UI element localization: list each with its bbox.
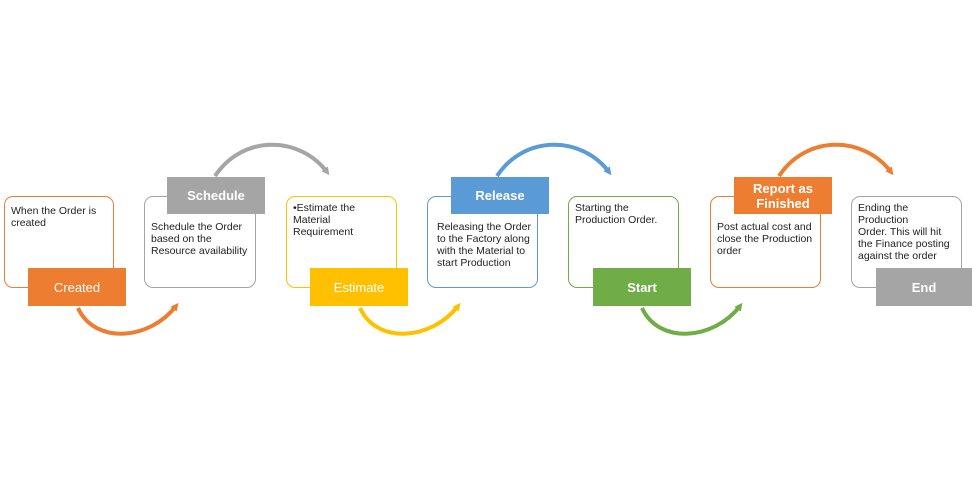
stage-estimate-desc: •Estimate the Material Requirement bbox=[293, 202, 356, 238]
stage-end-desc: Ending the Production Order. This will h… bbox=[858, 202, 950, 262]
stage-end-label: End bbox=[876, 268, 972, 306]
stage-created-desc: When the Order is created bbox=[11, 205, 97, 229]
arrow-created-to-schedule bbox=[76, 302, 179, 336]
stage-report-label: Report as Finished bbox=[734, 177, 832, 214]
stage-schedule-desc: Schedule the Order based on the Resource… bbox=[151, 221, 248, 257]
arrow-estimate-to-release bbox=[358, 302, 461, 336]
stage-created-label: Created bbox=[28, 268, 126, 306]
stage-report-label-text: Report as Finished bbox=[753, 180, 813, 211]
stage-release-desc: Releasing the Order to the Factory along… bbox=[437, 221, 531, 269]
stage-start-desc: Starting the Production Order. bbox=[575, 202, 658, 226]
arrow-start-to-report bbox=[640, 302, 743, 336]
stage-release-label: Release bbox=[451, 177, 549, 214]
arrow-report-to-end bbox=[777, 142, 894, 178]
arrow-schedule-to-estimate bbox=[213, 142, 330, 178]
stage-schedule-label: Schedule bbox=[167, 177, 265, 214]
stage-report-desc: Post actual cost and close the Productio… bbox=[717, 221, 813, 257]
arrow-release-to-start bbox=[495, 142, 612, 178]
stage-estimate-label: Estimate bbox=[310, 268, 408, 306]
stage-start-label: Start bbox=[593, 268, 691, 306]
